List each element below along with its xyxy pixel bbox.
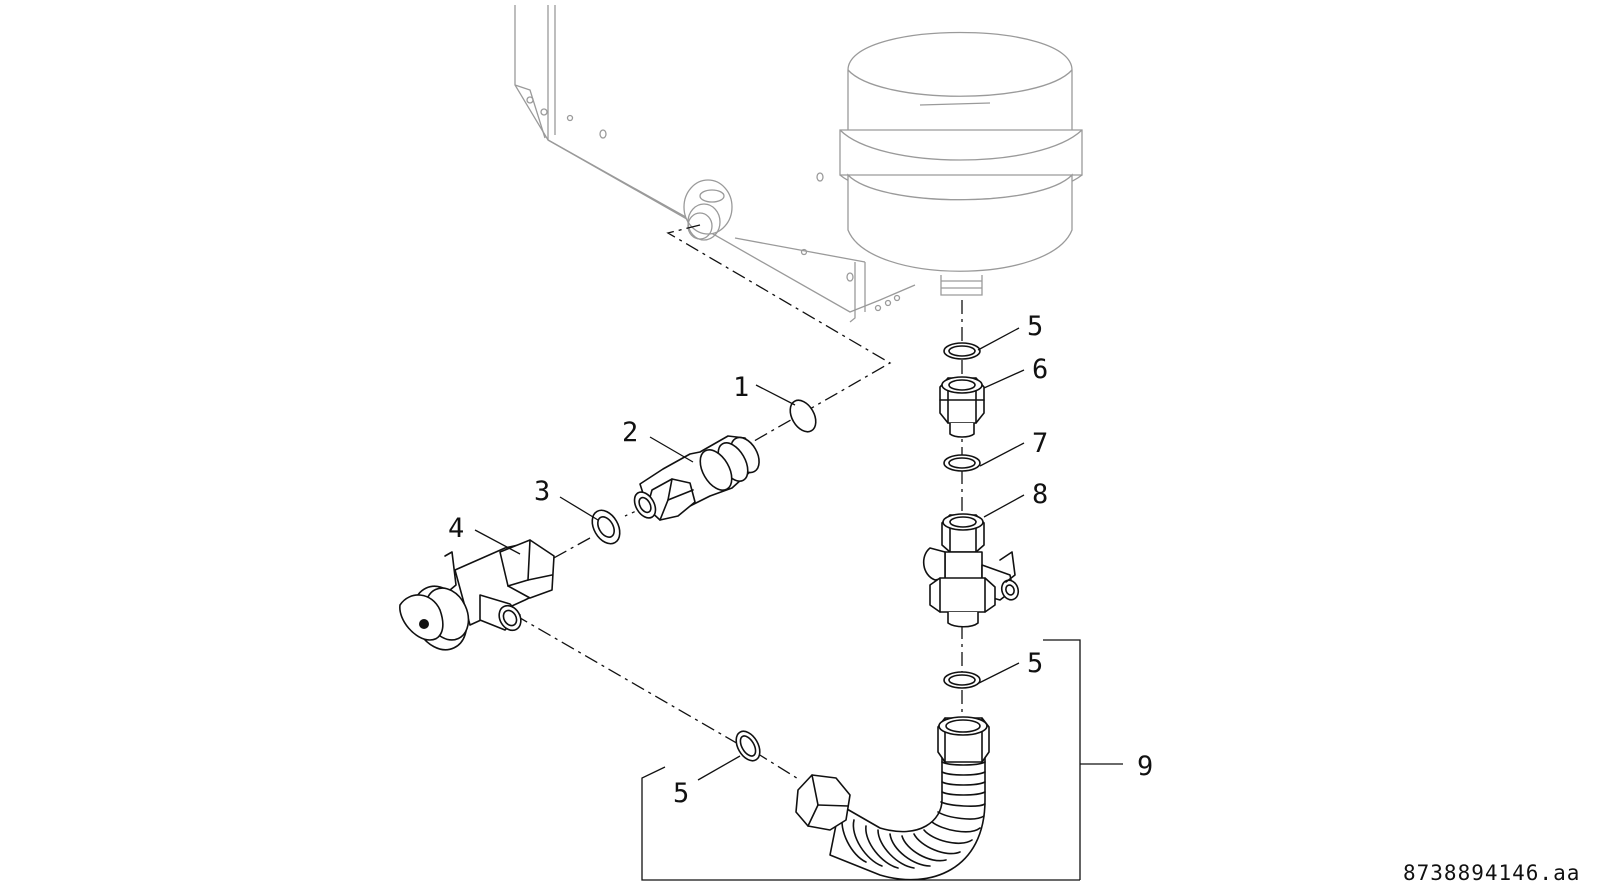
part-7-seal xyxy=(943,454,981,472)
callout-7: 7 xyxy=(1032,428,1048,459)
part-3-washer xyxy=(591,509,621,545)
expansion-vessel xyxy=(839,31,1083,296)
callout-8: 8 xyxy=(1032,479,1048,510)
callout-labels: 1 2 3 4 5 6 7 8 5 5 9 xyxy=(448,311,1153,809)
callout-9: 9 xyxy=(1137,751,1153,782)
callout-3: 3 xyxy=(534,476,550,507)
leader-lines xyxy=(474,327,1025,781)
callout-5-bottom: 5 xyxy=(673,778,689,809)
callout-1: 1 xyxy=(733,372,749,403)
assembly-axes xyxy=(514,224,963,781)
part-1-o-ring xyxy=(789,399,817,433)
callout-4: 4 xyxy=(448,513,464,544)
part-5-seal-middle xyxy=(943,671,981,689)
callout-6: 6 xyxy=(1032,354,1048,385)
part-5-seal-bottom xyxy=(735,730,761,762)
callout-5-middle: 5 xyxy=(1027,648,1043,679)
appliance-housing xyxy=(514,5,916,323)
part-6-reducer xyxy=(939,376,985,438)
part-9-flexible-hose xyxy=(795,716,990,881)
callout-5-top: 5 xyxy=(1027,311,1043,342)
part-5-seal-top xyxy=(943,342,981,360)
part-9-bracket xyxy=(641,639,1123,881)
part-8-service-valve xyxy=(922,513,1020,628)
callout-2: 2 xyxy=(622,417,638,448)
document-number: 8738894146.aa xyxy=(1403,861,1580,885)
part-2-adaptor xyxy=(633,435,760,521)
part-4-drain-valve xyxy=(399,539,555,651)
